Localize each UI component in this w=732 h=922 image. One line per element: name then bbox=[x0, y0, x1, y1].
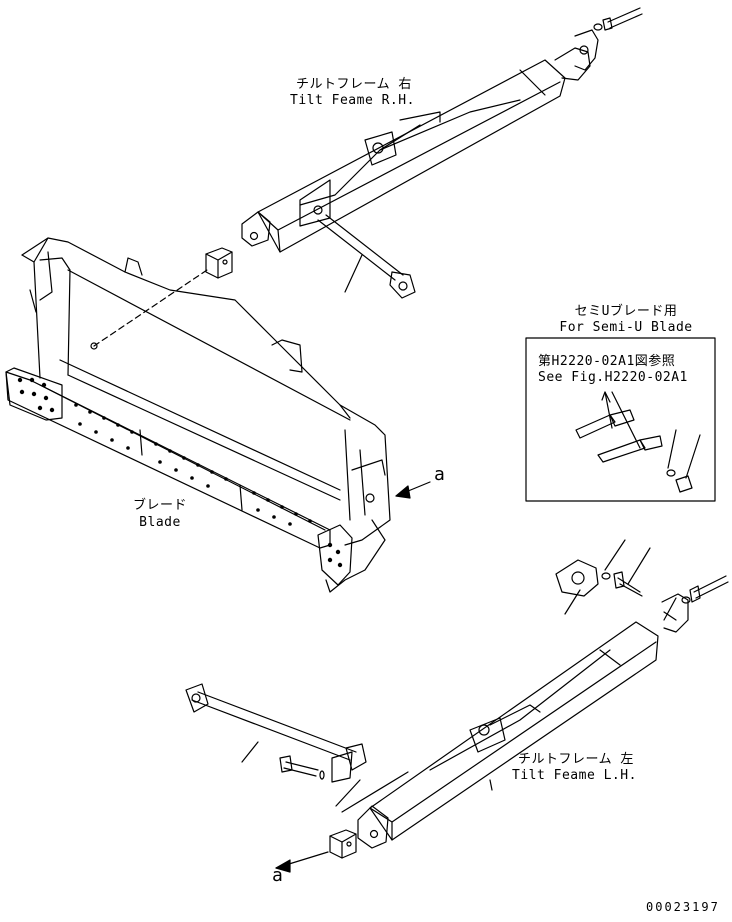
tilt-frame-rh-drawing bbox=[241, 7, 643, 299]
tilt-frame-lh-label-jp: チルトフレーム 左 bbox=[518, 752, 634, 767]
trunnion-block-upper bbox=[205, 247, 233, 279]
semi-u-label-en: For Semi-U Blade bbox=[559, 320, 693, 335]
blade-assembly bbox=[5, 237, 391, 593]
tilt-frame-rh-label-jp: チルトフレーム 右 bbox=[296, 77, 412, 92]
tilt-frame-lh-label-en: Tilt Feame L.H. bbox=[512, 768, 637, 783]
blade-label-jp: ブレード bbox=[132, 498, 187, 513]
view-arrow-a-right bbox=[395, 481, 431, 499]
blade-label-en: Blade bbox=[139, 515, 181, 530]
semi-u-inset-parts bbox=[575, 391, 701, 493]
drawing-number: 00023197 bbox=[646, 900, 720, 914]
see-fig-label-jp: 第H2220-02A1図参照 bbox=[538, 354, 676, 369]
semi-u-label-jp: セミUブレード用 bbox=[574, 304, 678, 319]
tilt-frame-lh-drawing bbox=[185, 539, 729, 849]
trunnion-block-lower bbox=[329, 829, 357, 859]
see-fig-label-en: See Fig.H2220-02A1 bbox=[538, 370, 688, 385]
arrow-a-bottom-label: a bbox=[272, 865, 284, 886]
semi-u-inset-box bbox=[525, 337, 716, 502]
view-arrow-a-bottom bbox=[275, 851, 329, 873]
arrow-a-right-label: a bbox=[434, 464, 446, 485]
tilt-frame-rh-label-en: Tilt Feame R.H. bbox=[290, 93, 415, 108]
